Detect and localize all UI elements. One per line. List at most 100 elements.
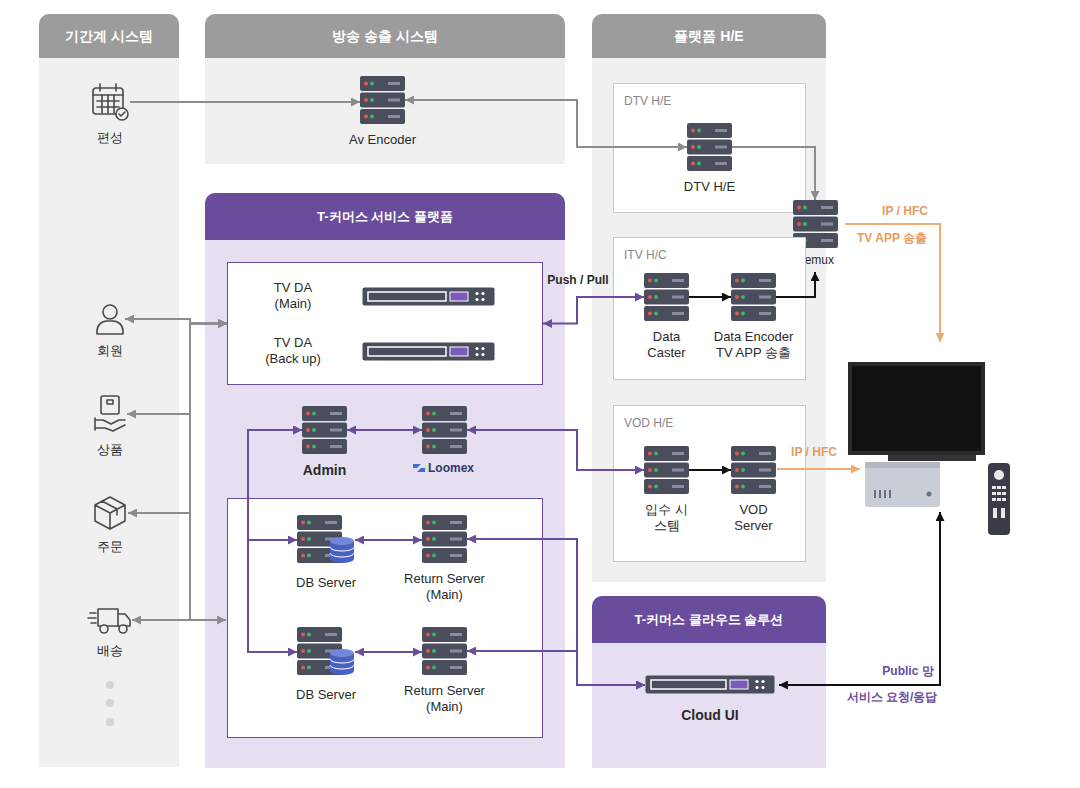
server-icon xyxy=(687,123,732,171)
node-label: Admin xyxy=(275,462,375,478)
continuation-dots xyxy=(106,681,114,726)
connector xyxy=(467,430,644,470)
panel-header: 방송 송출 시스템 xyxy=(205,14,565,58)
connector xyxy=(130,101,360,103)
connector xyxy=(355,539,422,541)
node-label: VOD Server xyxy=(724,502,784,534)
node-label: Return Server (Main) xyxy=(395,571,495,603)
node-label: 배송 xyxy=(80,643,140,659)
node-label: Loomex xyxy=(428,460,474,476)
server-icon xyxy=(360,76,405,124)
server-node: Data Caster xyxy=(644,273,689,321)
line-label: IP / HFC xyxy=(791,445,837,459)
connector xyxy=(732,147,815,200)
line-label: Public 망 xyxy=(882,663,933,680)
server-node: VOD Server xyxy=(731,446,776,494)
box-icon xyxy=(93,394,127,434)
connector xyxy=(467,651,645,685)
connector xyxy=(467,539,645,685)
database-cylinder xyxy=(297,627,355,677)
line-label: TV APP 송출 xyxy=(857,230,927,247)
panel-title: T-커머스 서비스 플랫폼 xyxy=(205,193,565,240)
node-label: 편성 xyxy=(80,130,140,146)
tv-app-line xyxy=(845,224,940,342)
group-title: DTV H/E xyxy=(624,94,671,108)
connector xyxy=(248,430,302,540)
bus-branch-arrow xyxy=(190,619,226,621)
node-label: DB Server xyxy=(276,575,376,591)
group-box: ITV H/CData CasterData Encoder TV APP 송출 xyxy=(613,237,806,380)
platform-panel: T-커머스 서비스 플랫폼 TV DA (Main)TV DA (Back up)… xyxy=(205,193,565,768)
server-node: DB Server xyxy=(297,515,355,565)
system-panel: 방송 송출 시스템 Av Encoder xyxy=(205,14,565,164)
connector xyxy=(355,651,422,653)
node-label: DTV H/E xyxy=(660,179,760,195)
panel-title: 플랫폼 H/E xyxy=(592,14,826,58)
connector xyxy=(128,324,227,514)
connector xyxy=(347,429,422,431)
connector xyxy=(689,296,731,298)
rack-unit xyxy=(645,675,775,694)
node-label: 회원 xyxy=(80,343,140,359)
node-label: TV DA (Back up) xyxy=(261,335,325,367)
line-label: IP / HFC xyxy=(882,204,928,218)
server-node: Return Server (Main) xyxy=(422,627,467,675)
node-label: Return Server (Main) xyxy=(395,683,495,715)
connector xyxy=(132,324,227,621)
server-node: DB Server xyxy=(297,627,355,677)
rack-unit xyxy=(362,287,495,306)
connector xyxy=(689,469,731,471)
node-label: 상품 xyxy=(80,442,140,458)
server-group-frame xyxy=(227,498,543,738)
database-cylinder xyxy=(297,515,355,565)
group-title: VOD H/E xyxy=(624,416,673,430)
server-node: Data Encoder TV APP 송출 xyxy=(731,273,776,321)
panel-header: T-커머스 서비스 플랫폼 xyxy=(205,193,565,240)
panel-title: 방송 송출 시스템 xyxy=(205,14,565,58)
server-icon xyxy=(644,273,689,321)
panel-header: 기간계 시스템 xyxy=(39,14,179,58)
remote-control xyxy=(988,463,1010,535)
tv-set xyxy=(848,362,985,461)
server-icon xyxy=(422,627,467,675)
server-icon xyxy=(302,406,347,454)
public-net-line xyxy=(779,512,940,685)
connector xyxy=(127,324,227,415)
server-node: Return Server (Main) xyxy=(422,515,467,563)
node-label: Data Caster xyxy=(637,329,697,361)
icon-node: 주문 xyxy=(92,495,128,531)
server-icon xyxy=(731,446,776,494)
server-node: DTV H/E xyxy=(687,123,732,171)
line-label: 서비스 요청/응답 xyxy=(847,689,938,706)
server-node: 입수 시스템 xyxy=(644,446,689,494)
node-label: Av Encoder xyxy=(323,132,443,148)
server-icon xyxy=(422,406,467,454)
connector xyxy=(248,430,302,652)
node-label: 입수 시스템 xyxy=(641,502,693,534)
icon-node: 편성 xyxy=(90,82,130,122)
truck-icon xyxy=(88,605,132,635)
server-icon xyxy=(422,515,467,563)
vod-line xyxy=(777,468,860,470)
user-icon xyxy=(95,303,125,335)
icon-node: 상품 xyxy=(93,394,127,434)
panel-header: T-커머스 클라우드 솔루션 xyxy=(592,596,826,643)
icon-node: 회원 xyxy=(95,303,125,335)
rack-unit xyxy=(362,342,495,361)
server-box: TV DA (Main)TV DA (Back up) xyxy=(227,262,543,385)
connector xyxy=(776,272,815,297)
group-box: VOD H/E 입수 시스템 VOD Server xyxy=(613,405,806,562)
connector xyxy=(543,297,644,324)
server-node: Loomex xyxy=(422,406,467,454)
node-label: Cloud UI xyxy=(650,707,770,723)
connector xyxy=(405,100,687,147)
panel-title: 기간계 시스템 xyxy=(39,14,179,58)
node-label: Data Encoder TV APP 송출 xyxy=(709,329,799,361)
node-label: DB Server xyxy=(276,687,376,703)
node-label: 주문 xyxy=(80,539,140,555)
set-top-box xyxy=(865,462,940,507)
server-icon xyxy=(644,446,689,494)
group-title: ITV H/C xyxy=(624,248,667,262)
panel-title: T-커머스 클라우드 솔루션 xyxy=(592,596,826,643)
